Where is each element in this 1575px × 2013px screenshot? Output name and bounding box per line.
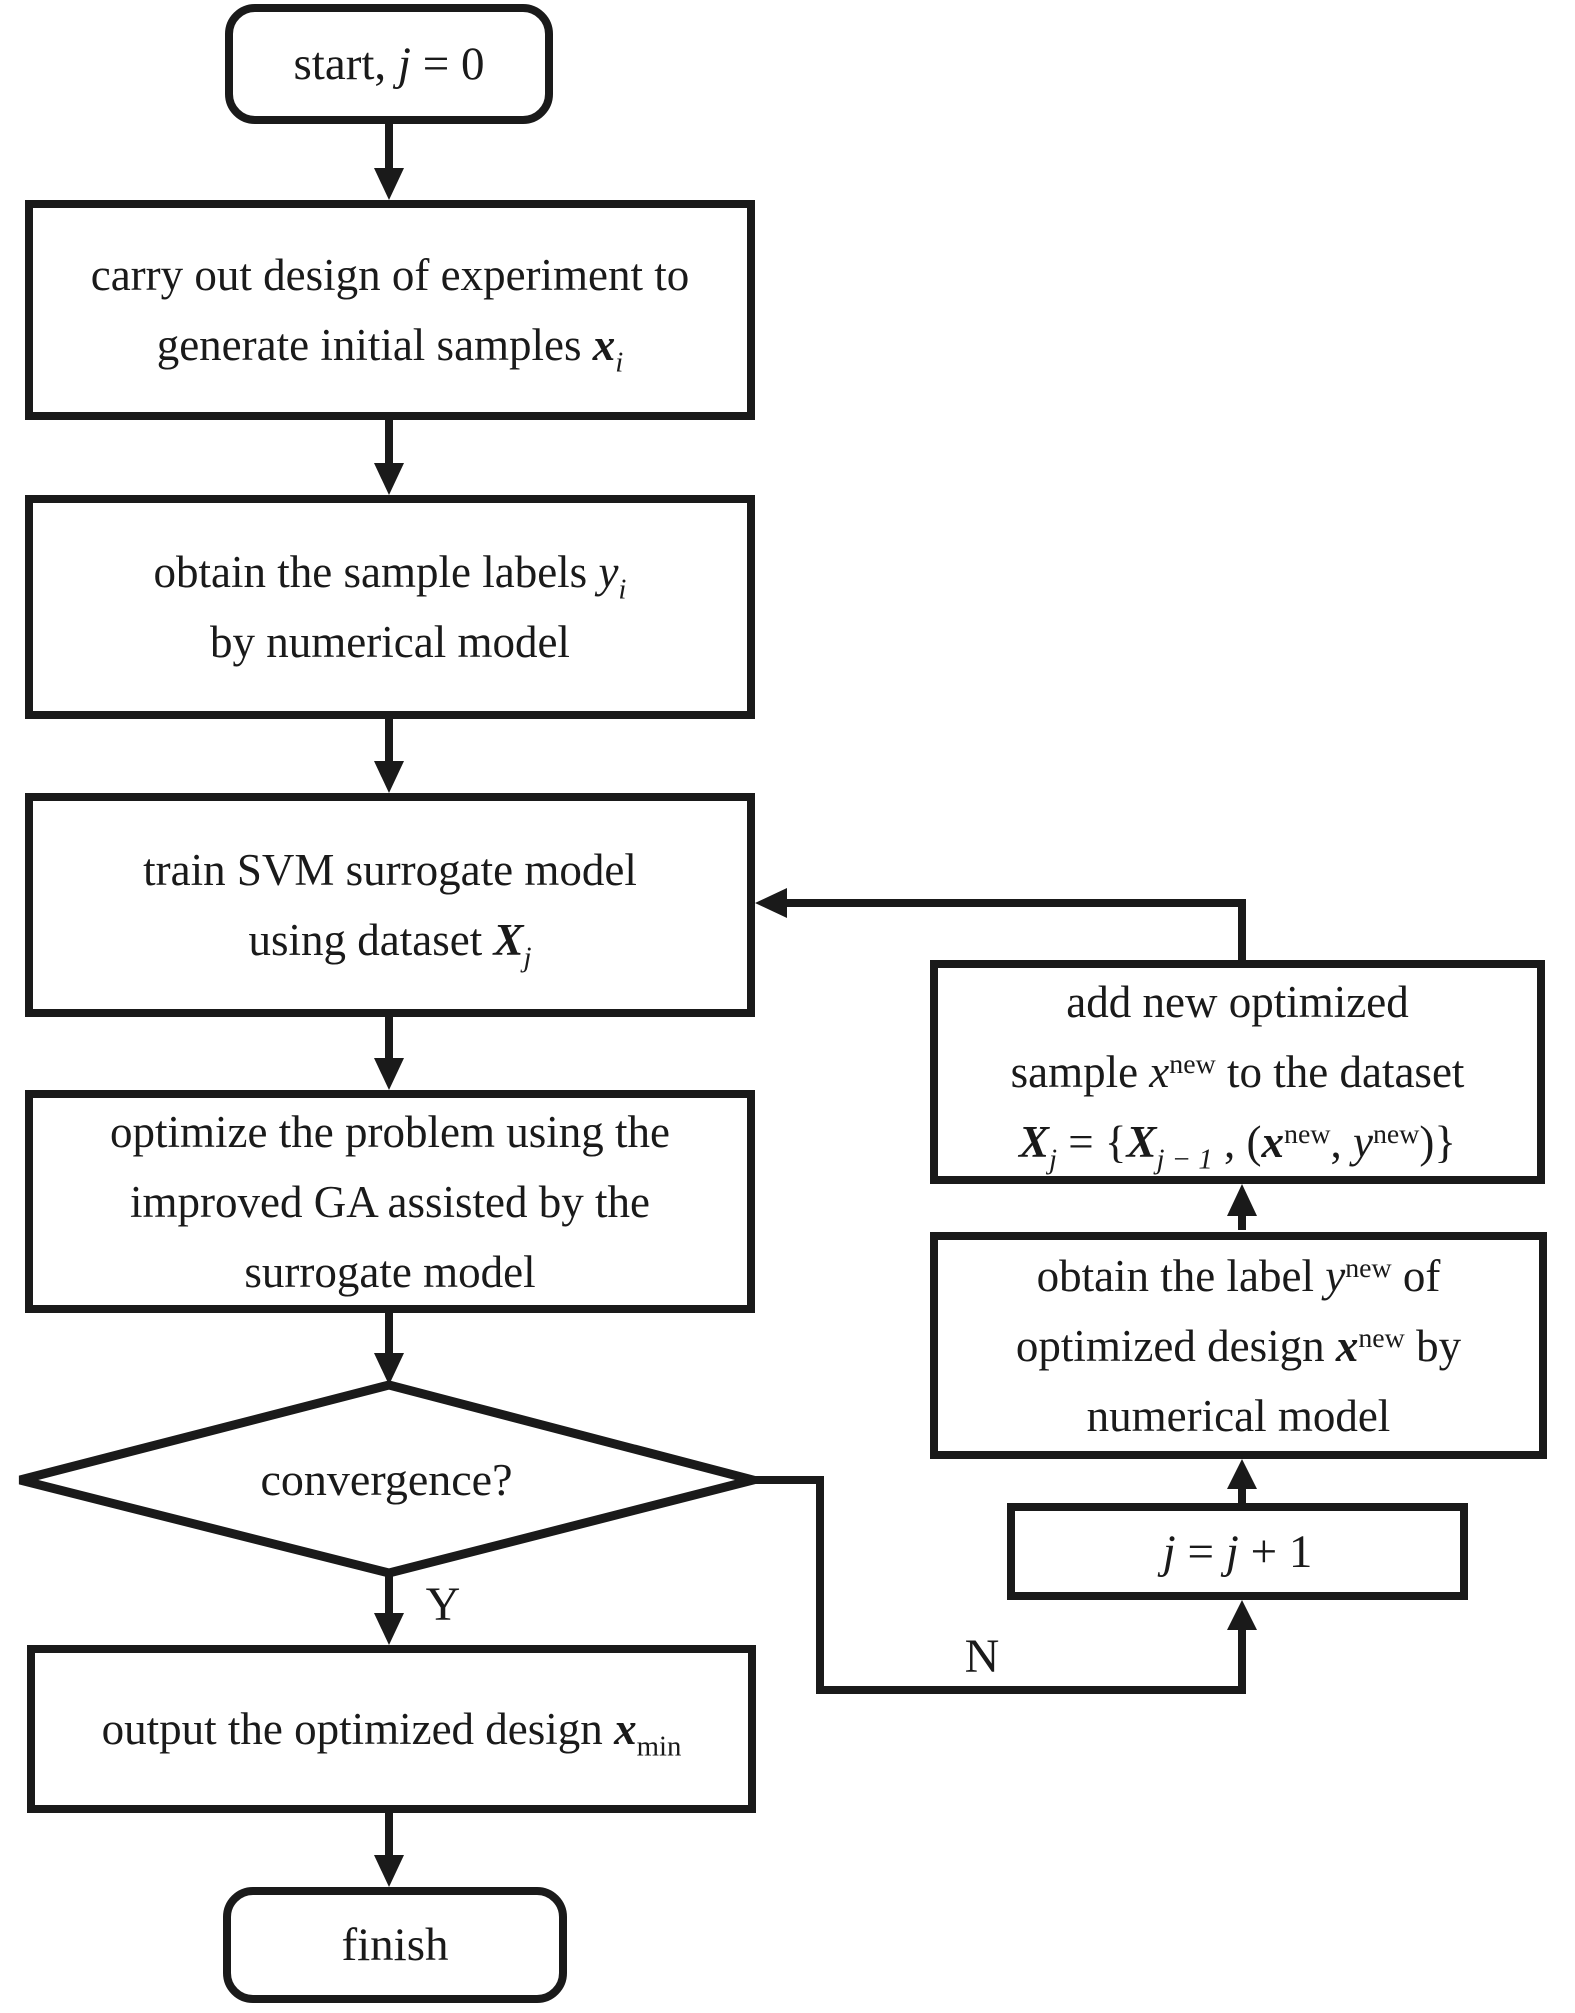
edge-convergence-increment-no [753, 1476, 1246, 1694]
arrowhead-obtain-add [1227, 1184, 1257, 1216]
arrowhead-doe-labels [374, 463, 404, 495]
node-sample-labels: obtain the sample labels yi by numerical… [25, 495, 755, 719]
node-increment-j: j = j + 1 [1007, 1503, 1468, 1600]
arrowhead-increment-obtain [1227, 1459, 1257, 1489]
node-design-of-experiment-line1: carry out design of experiment to [90, 250, 690, 300]
node-train-svm-line1: train SVM surrogate model [143, 845, 637, 895]
arrowhead-no-increment [1227, 1600, 1257, 1630]
node-add-sample-line2: sample xnew to the dataset [1010, 1047, 1465, 1097]
edge-label-no: N [964, 1629, 1000, 1683]
arrowhead-output-finish [374, 1855, 404, 1887]
node-finish: finish [223, 1887, 567, 2003]
node-add-sample-line3: Xj = {Xj − 1 , (xnew, ynew)} [1018, 1117, 1457, 1176]
node-output-design: output the optimized design xmin [27, 1645, 756, 1813]
node-sample-labels-line1: obtain the sample labels yi [153, 547, 627, 606]
node-optimize-ga-line2: improved GA assisted by the [130, 1176, 650, 1227]
node-convergence-label: convergence? [260, 1453, 513, 1505]
node-obtain-new-label-line1: obtain the label ynew of [1036, 1250, 1441, 1301]
arrowhead-labels-train [374, 761, 404, 793]
node-start: start, j = 0 [225, 4, 553, 124]
arrowhead-add-train [755, 888, 787, 918]
node-optimize-ga-line1: optimize the problem using the [110, 1106, 670, 1157]
arrowhead-start-doe [374, 168, 404, 200]
node-add-sample: add new optimized sample xnew to the dat… [930, 960, 1545, 1184]
edge-label-yes: Y [425, 1577, 461, 1631]
node-design-of-experiment-line2: generate initial samples xi [156, 320, 624, 379]
node-optimize-ga: optimize the problem using the improved … [25, 1090, 755, 1313]
arrowhead-optimize-convergence [374, 1353, 404, 1385]
node-obtain-new-label-line2: optimized design xnew by [1015, 1320, 1462, 1371]
node-increment-j-label: j = j + 1 [1162, 1525, 1313, 1578]
node-design-of-experiment: carry out design of experiment to genera… [25, 200, 755, 420]
node-output-design-label: output the optimized design xmin [101, 1704, 682, 1763]
node-start-label: start, j = 0 [293, 38, 485, 90]
node-train-svm-line2: using dataset Xj [248, 915, 532, 974]
arrowhead-train-optimize [374, 1058, 404, 1090]
node-obtain-new-label-line3: numerical model [1086, 1390, 1391, 1441]
arrowhead-convergence-output [374, 1613, 404, 1645]
node-obtain-new-label: obtain the label ynew of optimized desig… [930, 1232, 1547, 1459]
node-sample-labels-line2: by numerical model [210, 617, 570, 667]
edge-add-train-feedback [785, 899, 1246, 962]
node-optimize-ga-line3: surrogate model [244, 1246, 536, 1297]
node-train-svm: train SVM surrogate model using dataset … [25, 793, 755, 1017]
node-add-sample-line1: add new optimized [1066, 977, 1409, 1027]
node-finish-label: finish [341, 1919, 449, 1971]
convergence-diamond-shape [18, 1380, 771, 1578]
